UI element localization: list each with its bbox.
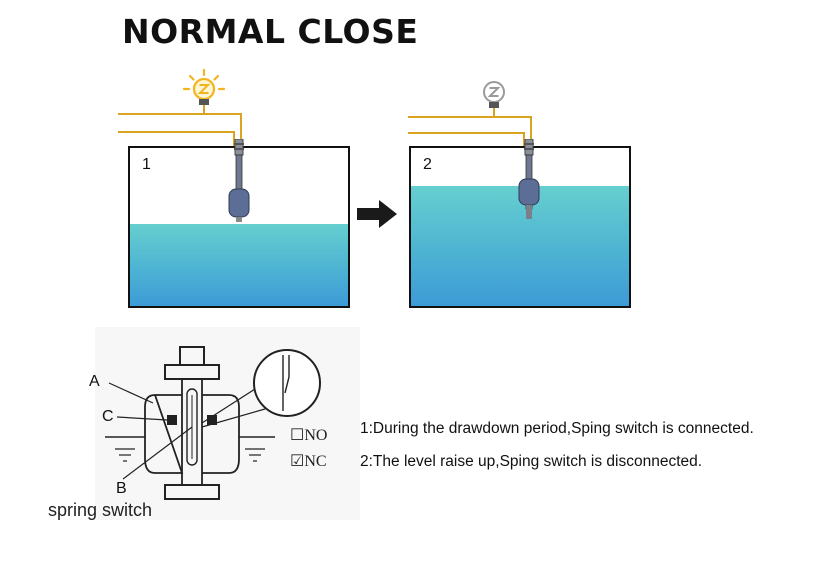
wire-top-1	[118, 113, 242, 115]
tank-2: 2	[409, 146, 631, 308]
checkbox-checked-icon: ☑	[290, 453, 305, 470]
float-sensor-low	[228, 139, 250, 222]
wire-bulb-1	[203, 104, 205, 114]
float-sensor-high	[518, 139, 540, 219]
water-level-low	[130, 224, 348, 306]
lightbulb-on-icon	[182, 68, 226, 105]
wire-drop-2b	[523, 132, 525, 147]
description-list: 1:During the drawdown period,Sping switc…	[360, 412, 754, 478]
arrow-right-icon	[357, 200, 397, 228]
switch-detail-panel	[95, 327, 360, 520]
wire-drop-2a	[530, 116, 532, 147]
wire-drop-1b	[233, 131, 235, 147]
wire-bottom-2	[408, 132, 524, 134]
water-level-high	[411, 186, 629, 306]
label-a: A	[89, 373, 100, 390]
wire-drop-1a	[240, 113, 242, 147]
diagram-title: NORMAL CLOSE	[122, 12, 419, 51]
tank-number: 2	[423, 156, 432, 173]
option-no-label: NO	[304, 427, 328, 444]
tank-number: 1	[142, 156, 151, 173]
option-no: ☐NO	[290, 425, 327, 445]
wire-bottom-1	[118, 131, 234, 133]
option-nc-label: NC	[304, 453, 327, 470]
lightbulb-off-icon	[483, 81, 505, 108]
wire-bulb-2	[493, 106, 495, 117]
label-b: B	[116, 480, 127, 497]
label-c: C	[102, 408, 114, 425]
checkbox-empty-icon: ☐	[290, 427, 305, 444]
description-item: 2:The level raise up,Sping switch is dis…	[360, 453, 703, 470]
float-switch-schematic	[105, 346, 321, 500]
wire-top-2	[408, 116, 532, 118]
spring-switch-label: spring switch	[48, 500, 153, 520]
option-nc: ☑NC	[290, 451, 327, 471]
description-item: 1:During the drawdown period,Sping switc…	[360, 420, 754, 437]
